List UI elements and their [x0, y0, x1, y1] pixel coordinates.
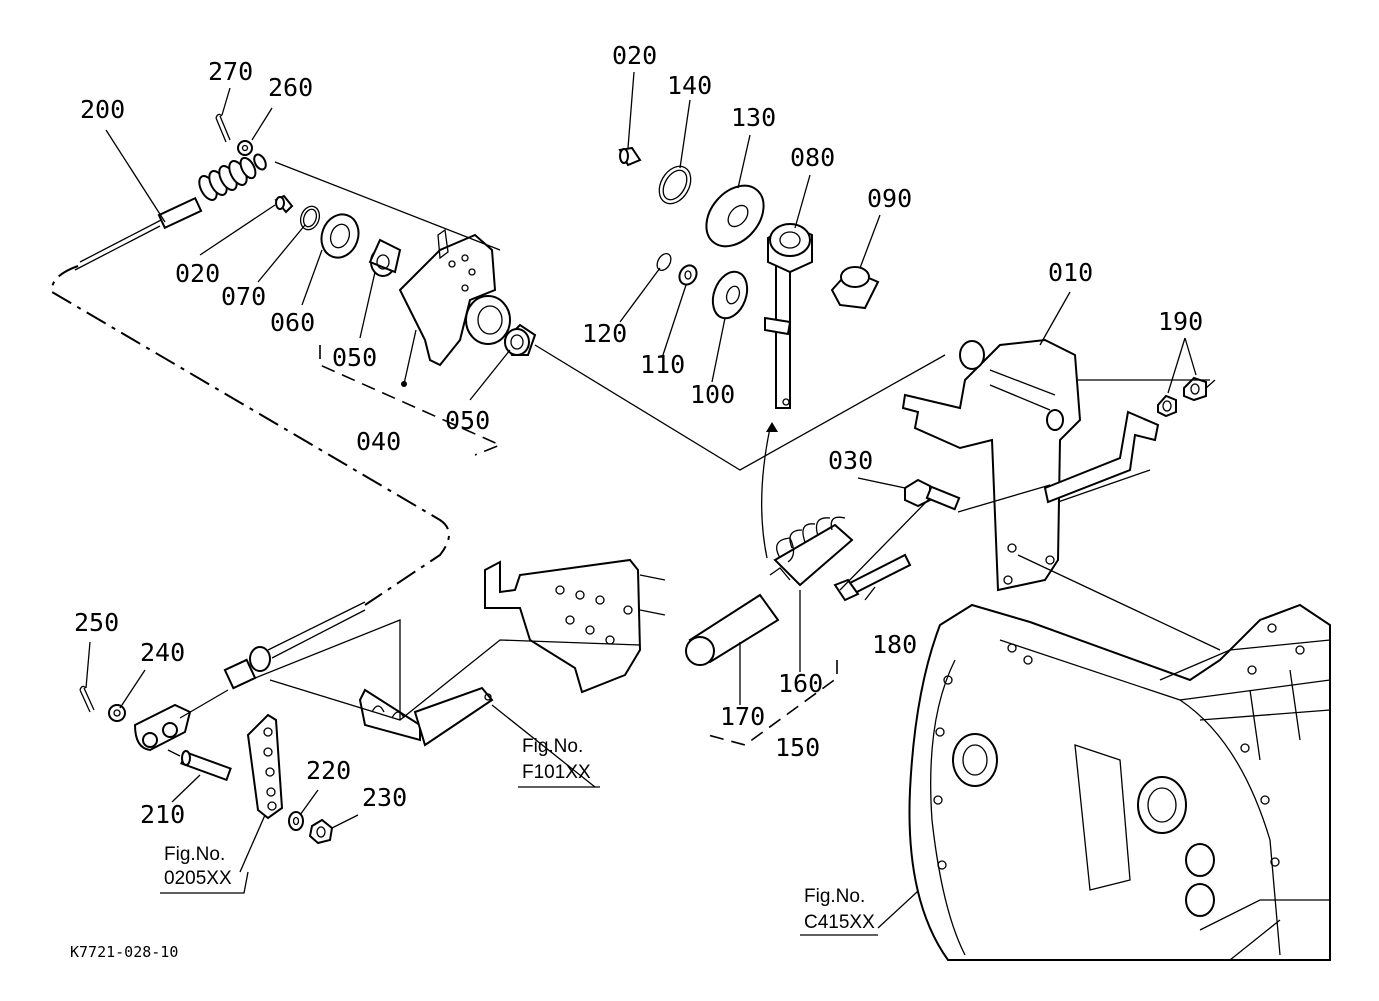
bushing-050-b: [503, 323, 537, 356]
callout-090: 090: [867, 184, 912, 213]
washer-240: [108, 704, 126, 722]
callout-050-b: 050: [445, 406, 490, 435]
callout-010: 010: [1048, 258, 1093, 287]
callout-200: 200: [80, 95, 125, 124]
fig-code: 0205XX: [164, 868, 232, 889]
spring-160: [769, 516, 854, 587]
rod-180: [833, 553, 912, 602]
snap-ring-070: [299, 205, 321, 231]
callout-260: 260: [268, 73, 313, 102]
arm-080: [767, 223, 813, 409]
grease-fitting-020-top: [618, 146, 642, 167]
throttle-cable: [50, 153, 450, 690]
bushing-050-a: [368, 238, 402, 277]
callout-080: 080: [790, 143, 835, 172]
figure-reference-0205: Fig.No. 0205XX: [160, 844, 249, 894]
group-bracket-040: [319, 345, 503, 456]
pin-210: [167, 749, 232, 782]
callout-070: 070: [221, 282, 266, 311]
callout-130: 130: [731, 103, 776, 132]
callout-030: 030: [828, 446, 873, 475]
callout-140: 140: [667, 71, 712, 100]
callout-270: 270: [208, 57, 253, 86]
callout-labels: 020 140 130 080 090 010 190 120 110 100 …: [74, 41, 1203, 829]
callout-190: 190: [1158, 307, 1203, 336]
callout-040: 040: [356, 427, 401, 456]
fig-label: Fig.No.: [522, 736, 583, 757]
washer-260: [237, 140, 253, 156]
snap-ring-120: [656, 252, 672, 272]
callout-150: 150: [775, 733, 820, 762]
cotter-pin-270: [215, 113, 231, 143]
washer-060: [320, 213, 360, 259]
snap-ring-140: [658, 165, 692, 205]
callout-210: 210: [140, 800, 185, 829]
bolt-030: [904, 478, 961, 511]
cotter-pin-250: [79, 685, 95, 713]
grease-fitting-020-left: [274, 194, 294, 214]
bearing-100: [711, 270, 792, 336]
leader-lines: [85, 71, 1221, 929]
callout-050-a: 050: [332, 343, 377, 372]
fig-label: Fig.No.: [164, 844, 225, 865]
lever-plate-0205: [246, 713, 334, 845]
assembly-arrow: [761, 427, 771, 559]
callout-020-top: 020: [612, 41, 657, 70]
group-bracket-150: [707, 660, 838, 746]
transmission-housing-c415: [908, 603, 1331, 961]
fig-code: C415XX: [804, 912, 875, 933]
callout-020-left: 020: [175, 259, 220, 288]
nuts-190: [1157, 376, 1216, 418]
cable-clevis: [133, 689, 229, 752]
figure-reference-f101: Fig.No. F101XX: [518, 736, 600, 788]
callout-240: 240: [140, 638, 185, 667]
callout-060: 060: [270, 308, 315, 337]
lever-assembly-040: [398, 228, 511, 387]
callout-170: 170: [720, 702, 765, 731]
figure-reference-c415: Fig.No. C415XX: [800, 886, 878, 936]
washer-110: [678, 264, 698, 286]
callout-120: 120: [582, 319, 627, 348]
callout-110: 110: [640, 350, 685, 379]
callout-100: 100: [690, 380, 735, 409]
diagram-code: K7721-028-10: [70, 943, 178, 961]
washer-130: [705, 184, 765, 248]
pedal-plate-f101: [358, 558, 666, 747]
collar-170: [685, 593, 780, 666]
callout-220: 220: [306, 756, 351, 785]
callout-160: 160: [778, 669, 823, 698]
callout-250: 250: [74, 608, 119, 637]
callout-180: 180: [872, 630, 917, 659]
bushing-090: [830, 266, 880, 310]
fig-label: Fig.No.: [804, 886, 865, 907]
bracket-010: [901, 338, 1082, 592]
callout-230: 230: [362, 783, 407, 812]
link-rod: [1043, 410, 1160, 504]
fig-code: F101XX: [522, 762, 591, 783]
